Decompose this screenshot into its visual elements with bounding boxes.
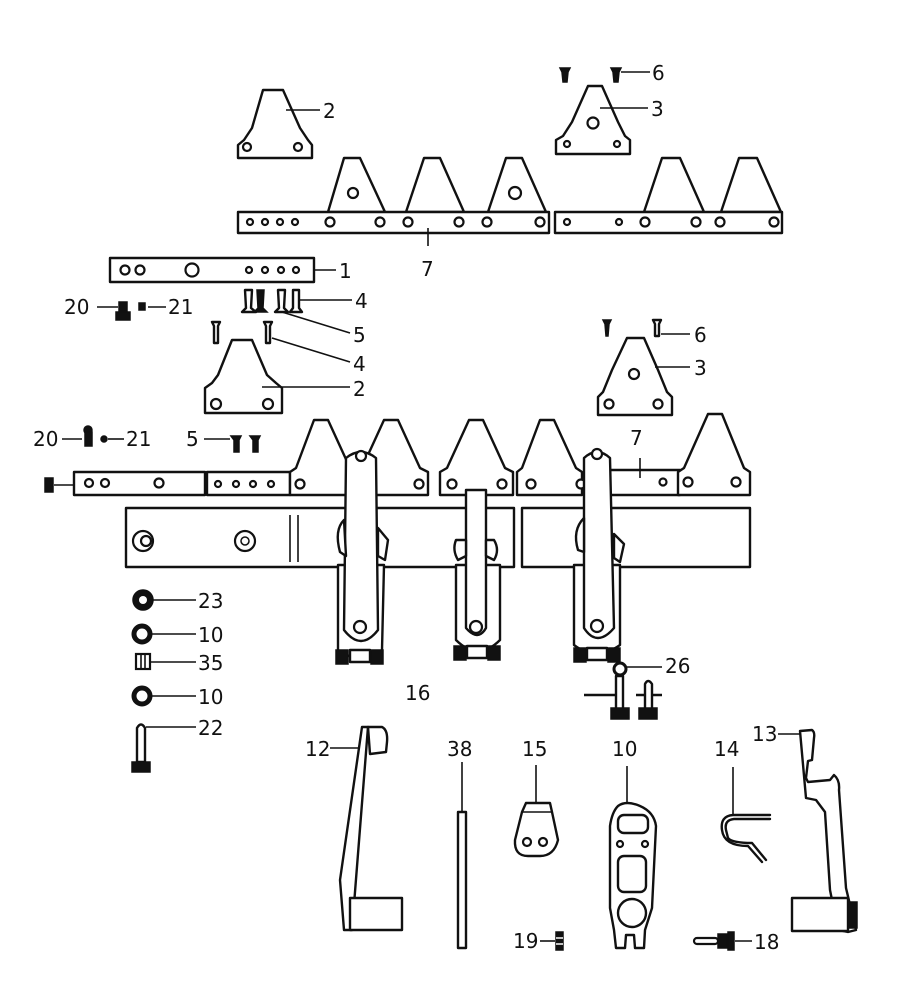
callout-label: 10 <box>198 623 223 647</box>
knife-bar-part-7-upper <box>236 156 784 235</box>
nut-icon <box>132 589 154 611</box>
bolt-icon <box>131 723 151 773</box>
rivet-icon <box>262 320 274 345</box>
callout-label: 22 <box>198 716 223 740</box>
nut-icon <box>138 302 146 311</box>
small-bolt-icon <box>555 931 564 951</box>
callout-label: 3 <box>694 356 707 380</box>
finger-bar-part-16 <box>124 506 752 569</box>
knife-section-part-2-upper <box>236 88 314 160</box>
knife-back-part-1 <box>108 256 316 284</box>
callout-label: 18 <box>754 930 779 954</box>
rivet-icon <box>210 320 222 345</box>
hold-down-clip-part-13 <box>790 728 858 934</box>
callout-label: 12 <box>305 737 330 761</box>
washer-icon <box>131 623 153 645</box>
callout-label: 7 <box>421 257 434 281</box>
rivet-icon <box>651 318 663 338</box>
rivet-icon <box>558 67 572 83</box>
callout-label: 19 <box>513 929 538 953</box>
leader-line <box>271 337 351 363</box>
knife-bar-assembly <box>44 412 752 497</box>
lock-nut-icon <box>612 661 628 677</box>
callout-label: 4 <box>353 352 366 376</box>
bolt-icon <box>83 425 93 447</box>
callout-label: 6 <box>694 323 707 347</box>
callout-label: 38 <box>447 737 472 761</box>
callout-label: 2 <box>353 377 366 401</box>
bolt-with-nut-icon <box>692 931 735 951</box>
guard-finger-right <box>572 447 626 663</box>
callout-label: 2 <box>323 99 336 123</box>
bent-clip-part-14 <box>720 813 772 864</box>
rivet-icon <box>609 67 623 83</box>
callout-label: 21 <box>126 427 151 451</box>
guard-finger-part-10 <box>608 801 658 950</box>
callout-label: 26 <box>665 654 690 678</box>
rod-part-38 <box>456 810 468 950</box>
bolt-icon <box>115 301 131 321</box>
callout-label: 13 <box>752 722 777 746</box>
callout-label: 20 <box>64 295 89 319</box>
washer-icon <box>131 685 153 707</box>
rivet-icon <box>229 435 243 453</box>
callout-label: 5 <box>186 427 199 451</box>
callout-label: 14 <box>714 737 739 761</box>
rivets-row <box>240 288 304 314</box>
callout-label: 16 <box>405 681 430 705</box>
callout-label: 6 <box>652 61 665 85</box>
leader-line <box>281 311 351 334</box>
knife-section-part-2-middle <box>203 338 284 415</box>
rivet-icon <box>248 435 262 453</box>
callout-label: 7 <box>630 426 643 450</box>
callout-label: 10 <box>198 685 223 709</box>
spacer-icon <box>134 652 152 671</box>
nut-icon <box>100 435 108 443</box>
rivet-icon <box>601 319 613 337</box>
hold-down-clip-part-12 <box>338 725 404 932</box>
knife-section-part-3-middle <box>596 336 674 417</box>
callout-label: 15 <box>522 737 547 761</box>
callout-label: 4 <box>355 289 368 313</box>
callout-label: 3 <box>651 97 664 121</box>
callout-label: 21 <box>168 295 193 319</box>
bolt-icon <box>636 679 662 720</box>
callout-label: 35 <box>198 651 223 675</box>
guard-finger-left <box>335 449 390 665</box>
guard-finger-middle <box>453 488 502 661</box>
callout-label: 1 <box>339 259 352 283</box>
callout-label: 10 <box>612 737 637 761</box>
callout-label: 20 <box>33 427 58 451</box>
wear-plate-part-15 <box>513 801 560 858</box>
callout-label: 23 <box>198 589 223 613</box>
knife-section-part-3-upper <box>554 84 632 156</box>
callout-label: 5 <box>353 323 366 347</box>
bolt-icon <box>584 674 630 720</box>
